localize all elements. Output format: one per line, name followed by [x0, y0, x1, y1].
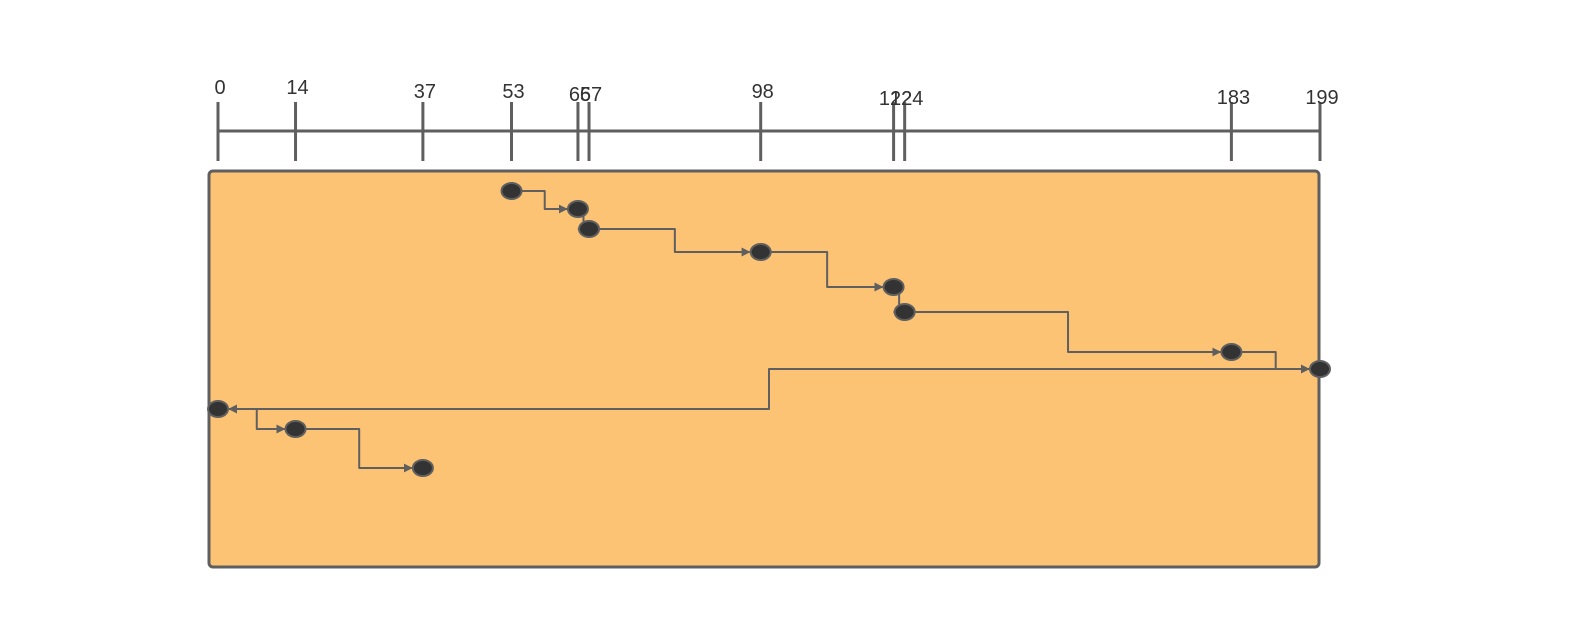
- connector-14-to-37: [304, 428, 413, 473]
- connector-98-to-122: [769, 251, 884, 292]
- tick-label-67: 67: [580, 84, 602, 106]
- tick-label-37: 37: [414, 81, 436, 103]
- request-node-0: [207, 400, 229, 418]
- tick-label-124: 124: [890, 88, 923, 110]
- tick-label-53: 53: [502, 81, 524, 103]
- tick-label-98: 98: [752, 81, 774, 103]
- request-node-122: [882, 278, 905, 296]
- request-node-183: [1220, 343, 1243, 361]
- tick-label-65: 65: [569, 84, 591, 106]
- request-node-14: [284, 420, 307, 438]
- request-node-53: [500, 182, 523, 200]
- request-node-37: [411, 459, 434, 477]
- tick-label-199: 199: [1305, 87, 1338, 109]
- connector-0-to-14: [227, 408, 286, 434]
- request-node-67: [578, 220, 601, 238]
- connector-124-to-183: [913, 311, 1222, 357]
- tick-label-14: 14: [286, 77, 308, 99]
- request-node-199: [1309, 360, 1331, 378]
- connector-199-to-0: [228, 368, 1311, 414]
- tick-label-183: 183: [1217, 87, 1250, 109]
- request-nodes: [207, 182, 1331, 477]
- tick-label-0: 0: [214, 77, 225, 99]
- request-node-98: [749, 243, 772, 261]
- connector-53-to-65: [520, 190, 568, 214]
- request-node-65: [566, 200, 589, 218]
- path-connectors: [227, 190, 1311, 473]
- connector-67-to-98: [598, 228, 751, 257]
- request-node-124: [893, 303, 916, 321]
